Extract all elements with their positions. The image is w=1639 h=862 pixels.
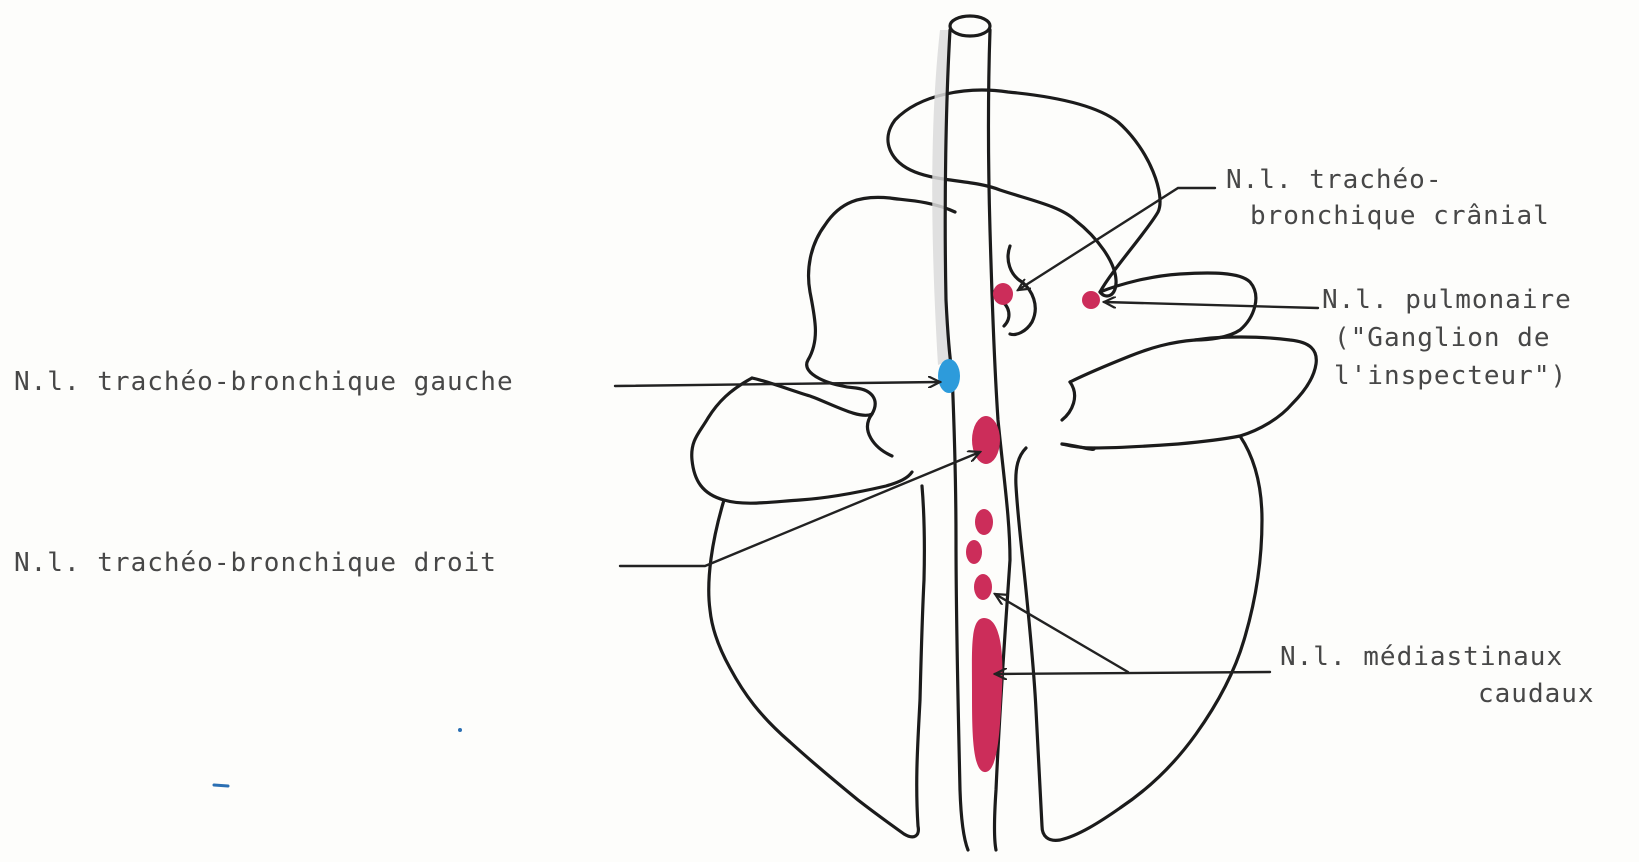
label-caudal-mediastinal-line2: caudaux [1478, 679, 1595, 709]
caudal-mediastinal-node-1 [975, 509, 993, 535]
left-middle-lobe-outline [692, 378, 912, 503]
label-caudal-mediastinal-line1: N.l. médiastinaux [1280, 642, 1563, 672]
label-pulmonary-line2: ("Ganglion de [1334, 323, 1551, 353]
caudal-mediastinal-node-2 [966, 540, 982, 564]
left-caudal-lobe-outline [709, 486, 925, 837]
trachea-top-ring [950, 16, 990, 36]
cranial-tracheobronchial-node [993, 283, 1013, 305]
label-left-tracheobronchial: N.l. trachéo-bronchique gauche [14, 367, 514, 397]
right-accessory-lobe-outline [1070, 273, 1256, 382]
fissure-left [868, 414, 892, 456]
label-pulmonary-line3: l'inspecteur") [1334, 361, 1567, 391]
right-middle-lobe-outline [1062, 337, 1316, 448]
leader-caudal-mediastinal-small [995, 594, 1128, 672]
speck-dot [458, 728, 462, 732]
paper-specks [214, 728, 462, 786]
right-caudal-lobe-outline [1016, 436, 1262, 840]
leader-lines [615, 188, 1318, 674]
trachea-left-wall [945, 30, 968, 850]
right-tracheobronchial-node [972, 416, 1000, 464]
leader-caudal-mediastinal-large [995, 672, 1270, 674]
cranial-lobe-outline [888, 90, 1160, 296]
labels: N.l. trachéo- bronchique crânial N.l. pu… [14, 165, 1595, 709]
label-cranial-line2: bronchique crânial [1250, 201, 1550, 231]
caudal-mediastinal-node-3 [974, 574, 992, 600]
label-cranial-line1: N.l. trachéo- [1226, 165, 1443, 195]
label-pulmonary-line1: N.l. pulmonaire [1322, 285, 1572, 315]
leader-right-tracheobronchial [620, 452, 980, 566]
pulmonary-node [1082, 291, 1100, 309]
left-tracheobronchial-node [938, 359, 960, 393]
leader-pulmonary [1104, 302, 1318, 308]
label-right-tracheobronchial: N.l. trachéo-bronchique droit [14, 548, 497, 578]
fissure-right-upper [1062, 382, 1075, 420]
speck-mark [214, 785, 228, 786]
